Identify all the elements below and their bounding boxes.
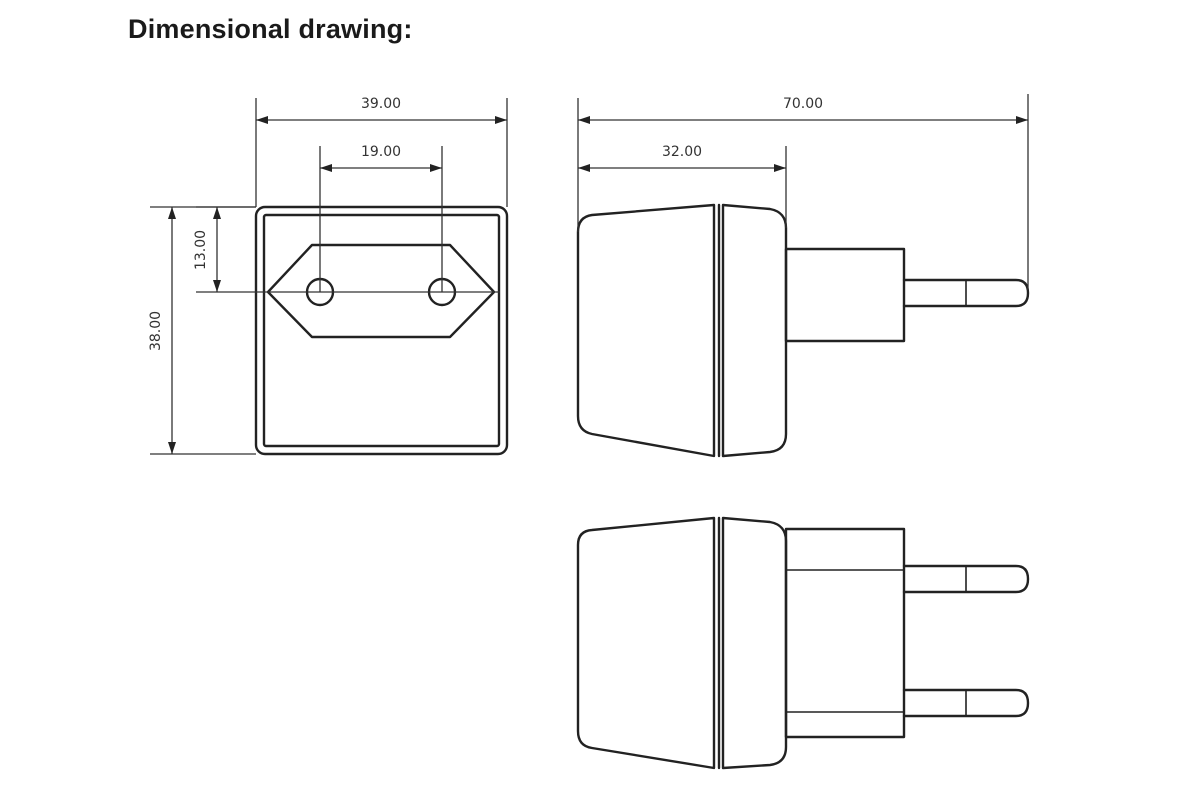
side-view xyxy=(576,203,1030,458)
side-view-tapered-body xyxy=(576,203,716,458)
dimension-overall-length: 70.00 xyxy=(577,94,1029,290)
page-title: Dimensional drawing: xyxy=(128,14,413,44)
side-view-pin-base xyxy=(784,247,906,343)
dim-label-pin-height: 13.00 xyxy=(193,230,209,270)
front-view xyxy=(196,205,509,456)
dimension-overall-width: 39.00 xyxy=(255,96,508,207)
top-view-lower-pin xyxy=(902,688,1030,718)
side-view-rear-housing xyxy=(721,203,788,458)
dimension-body-length: 32.00 xyxy=(578,144,787,228)
dim-label-overall-width: 39.00 xyxy=(361,96,401,112)
top-view xyxy=(576,516,1030,770)
side-view-pin xyxy=(902,278,1030,308)
top-view-tapered-body xyxy=(576,516,716,770)
dim-label-overall-length: 70.00 xyxy=(783,96,823,112)
top-view-pin-base xyxy=(784,527,906,739)
dimension-pin-spacing: 19.00 xyxy=(319,144,443,292)
top-view-rear-housing xyxy=(721,516,788,770)
plug-outline-hexagon xyxy=(266,243,496,339)
dim-label-body-length: 32.00 xyxy=(662,144,702,160)
front-view-inner-frame xyxy=(262,213,501,448)
dim-label-pin-spacing: 19.00 xyxy=(361,144,401,160)
front-view-outer-frame xyxy=(254,205,509,456)
dim-label-overall-height: 38.00 xyxy=(148,311,164,351)
dimension-pin-height: 13.00 xyxy=(193,206,256,292)
top-view-upper-pin xyxy=(902,564,1030,594)
